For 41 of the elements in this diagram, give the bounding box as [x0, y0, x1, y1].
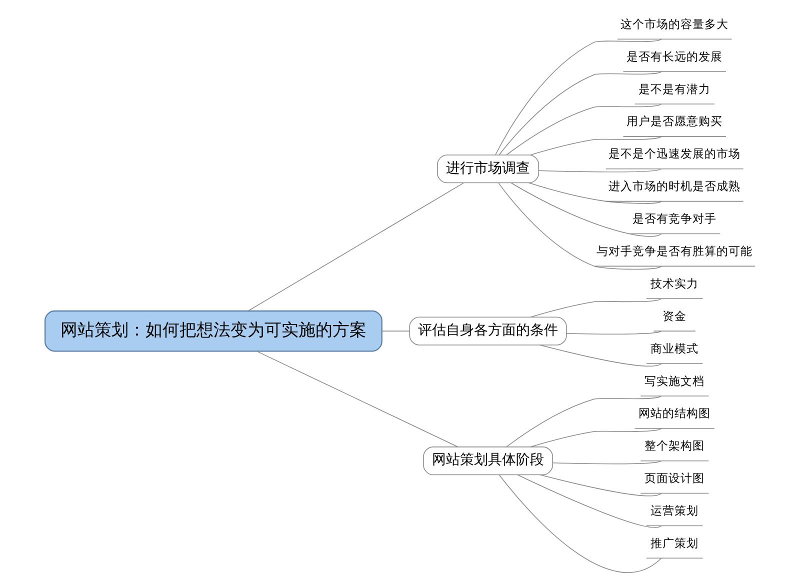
connector — [506, 104, 662, 156]
node-text: 运营策划 — [650, 504, 699, 518]
connector — [495, 38, 662, 156]
node-text: 资金 — [662, 308, 687, 323]
connector — [538, 168, 662, 172]
connector — [506, 396, 662, 448]
connector — [498, 71, 662, 156]
connector — [530, 298, 662, 318]
node-text: 推广策划 — [650, 536, 699, 550]
node-text: 是不是个迅速发展的市场 — [608, 146, 741, 161]
node-text: 整个架构图 — [644, 438, 705, 453]
node-text: 是不是有潜力 — [638, 82, 711, 96]
node-box: 网站策划具体阶段 — [423, 446, 553, 476]
node-text: 写实施文档 — [644, 374, 705, 388]
connector — [510, 182, 662, 237]
node-text: 技术实力 — [650, 276, 699, 290]
node-text: 与对手竞争是否有胜算的可能 — [596, 244, 753, 258]
connector — [498, 182, 662, 270]
node-text: 网站的结构图 — [638, 406, 711, 420]
connector — [530, 428, 662, 448]
connector — [530, 136, 662, 156]
connector — [498, 474, 662, 573]
node-text: 这个市场的容量多大 — [620, 16, 729, 31]
node-text: 商业模式 — [650, 341, 699, 356]
connector — [552, 460, 662, 464]
connector — [566, 330, 662, 334]
connector — [248, 182, 464, 312]
connector — [517, 474, 662, 528]
node-text: 页面设计图 — [644, 471, 705, 486]
node-text: 是否有竞争对手 — [632, 212, 717, 226]
node-text: 进入市场的时机是否成熟 — [608, 179, 741, 194]
connector — [539, 474, 662, 496]
node-text: 用户是否愿意购买 — [626, 114, 723, 128]
connector — [256, 350, 458, 448]
node-box: 网站策划：如何把想法变为可实施的方案 — [44, 310, 382, 352]
connector — [528, 182, 662, 204]
node-text: 是否有长远的发展 — [626, 49, 723, 64]
node-box: 评估自身各方面的条件 — [409, 316, 567, 346]
node-box: 进行市场调查 — [437, 154, 540, 184]
connector — [382, 330, 410, 332]
connector — [539, 344, 662, 366]
